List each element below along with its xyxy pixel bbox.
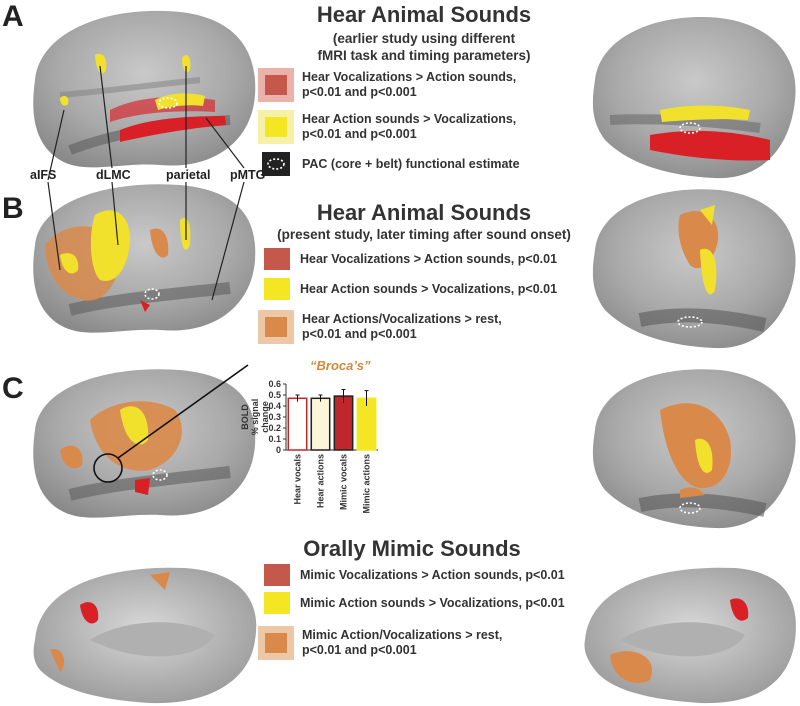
legend-item: Mimic Vocalizations > Action sounds, p<0… [258, 562, 565, 588]
legend-label: Mimic Action sounds > Vocalizations, p<0… [300, 595, 565, 610]
legend-label: PAC (core + belt) functional estimate [302, 156, 520, 171]
panel-c-title: Orally Mimic Sounds [303, 536, 521, 561]
legend-swatch [264, 248, 290, 270]
label-pmtg: pMTG [230, 168, 266, 182]
subtitle-line: (earlier study using different [332, 31, 516, 46]
legend-item: PAC (core + belt) functional estimate [258, 150, 520, 178]
panel-a-title: Hear Animal Sounds [316, 2, 532, 27]
legend-label: Mimic Action/Vocalizations > rest, p<0.0… [302, 628, 502, 658]
brain-medial-left [33, 567, 257, 704]
brain-c-right [592, 369, 796, 529]
bar [287, 397, 308, 451]
y-tick-label: 0.2 [268, 423, 281, 433]
legend-item: Hear Action sounds > Vocalizations, p<0.… [258, 108, 520, 146]
legend-line: p<0.01 and p<0.001 [302, 85, 417, 99]
legend-label: Mimic Vocalizations > Action sounds, p<0… [300, 567, 565, 582]
legend-label: Hear Action sounds > Vocalizations, p<0.… [300, 281, 558, 296]
legend-swatch [258, 110, 294, 144]
chart-title: “Broca’s” [310, 358, 371, 373]
legend-swatch [258, 68, 294, 102]
brain-b-right [592, 189, 796, 349]
legend-label: Hear Action sounds > Vocalizations, p<0.… [302, 112, 516, 142]
y-tick-label: 0.5 [268, 390, 281, 400]
panel-letter-a: A [2, 0, 24, 33]
legend-line: Hear Action sounds > Vocalizations, [302, 112, 517, 126]
legend-line: p<0.01 and p<0.001 [302, 643, 417, 657]
legend-item: Mimic Action/Vocalizations > rest, p<0.0… [258, 624, 565, 662]
legend-label: Hear Actions/Vocalizations > rest, p<0.0… [302, 312, 502, 342]
legend-line: p<0.01 and p<0.001 [302, 127, 417, 141]
label-dlmc: dLMC [96, 168, 131, 182]
x-tick-label: Mimic actions [362, 454, 372, 514]
legend-item: Hear Vocalizations > Action sounds, p<0.… [258, 246, 557, 272]
panel-b-subtitle: (present study, later timing after sound… [277, 227, 571, 242]
legend-label: Hear Vocalizations > Action sounds, p<0.… [300, 251, 558, 266]
label-parietal: parietal [166, 168, 211, 182]
legend-item: Hear Vocalizations > Action sounds, p<0.… [258, 66, 520, 104]
bar [333, 395, 354, 451]
y-tick-label: 0.6 [268, 379, 281, 389]
y-tick-label: 0.1 [268, 434, 281, 444]
bar [310, 397, 331, 451]
legend-item: Hear Actions/Vocalizations > rest, p<0.0… [258, 308, 557, 346]
legend-line: Mimic Action/Vocalizations > rest, [302, 628, 503, 642]
brain-a-right [592, 17, 796, 179]
panel-a-subtitle: (earlier study using different fMRI task… [224, 30, 624, 64]
brain-a-left [33, 10, 256, 168]
brain-b-left [33, 184, 256, 333]
legend-line: Hear Vocalizations > Action sounds, [302, 70, 517, 84]
bar [356, 397, 377, 451]
y-tick-label: 0 [276, 445, 281, 455]
x-tick-label: Hear vocals [293, 454, 303, 505]
legend-swatch [258, 310, 294, 344]
brain-medial-right [584, 567, 796, 704]
legend-line: p<0.01 and p<0.001 [302, 327, 417, 341]
y-tick-label: 0.3 [268, 412, 281, 422]
subtitle-line: fMRI task and timing parameters) [317, 48, 531, 63]
brain-c-left [33, 364, 256, 518]
legend-swatch [258, 626, 294, 660]
y-tick-label: 0.4 [268, 401, 281, 411]
panel-b-legend: Hear Vocalizations > Action sounds, p<0.… [258, 246, 557, 346]
legend-line: Hear Actions/Vocalizations > rest, [302, 312, 502, 326]
x-tick-label: Mimic vocals [339, 454, 349, 510]
panel-letter-b: B [2, 192, 24, 225]
legend-item: Hear Action sounds > Vocalizations, p<0.… [258, 276, 557, 302]
y-axis-label: BOLD [240, 404, 250, 430]
panel-b-title: Hear Animal Sounds [316, 200, 532, 225]
legend-label: Hear Vocalizations > Action sounds, p<0.… [302, 70, 516, 100]
legend-swatch [264, 564, 290, 586]
y-axis-label: change [260, 401, 270, 433]
panel-letter-c: C [2, 372, 24, 405]
x-tick-label: Hear actions [316, 454, 326, 508]
panel-c-legend: Mimic Vocalizations > Action sounds, p<0… [258, 562, 565, 662]
pac-swatch [262, 152, 290, 176]
legend-swatch [264, 278, 290, 300]
y-axis-label: % signal [250, 399, 260, 436]
legend-swatch [264, 592, 290, 614]
panel-a-legend: Hear Vocalizations > Action sounds, p<0.… [258, 66, 520, 178]
legend-item: Mimic Action sounds > Vocalizations, p<0… [258, 590, 565, 616]
